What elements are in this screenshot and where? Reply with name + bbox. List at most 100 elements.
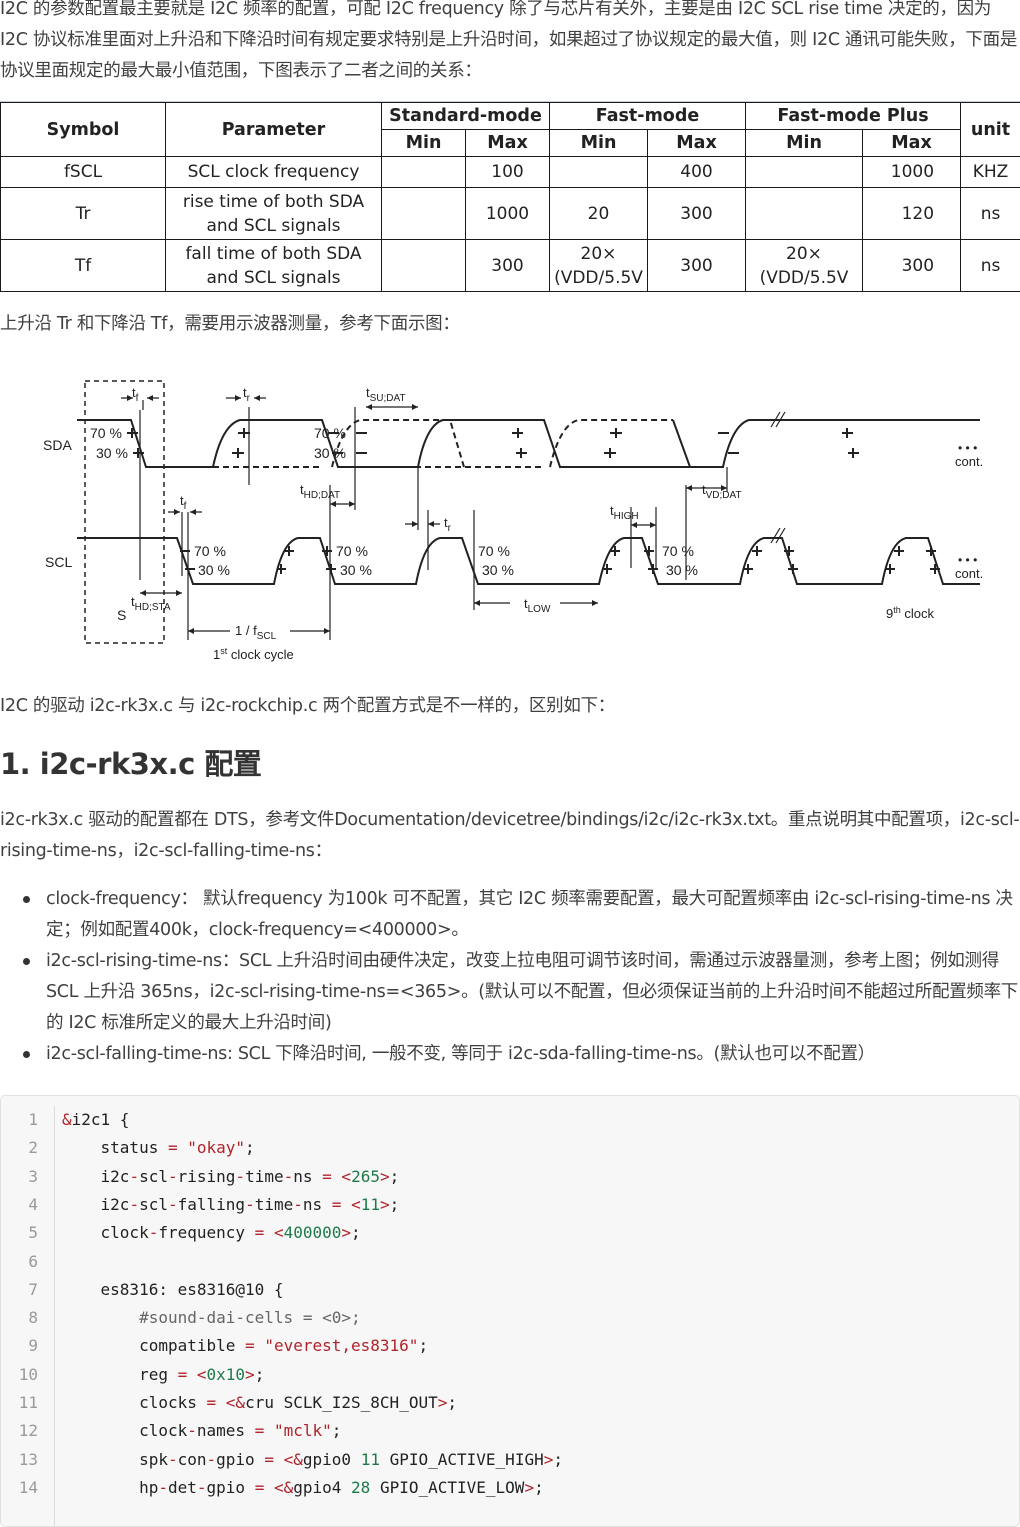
code-text: spk-con-gpio = <&gpio0 11 GPIO_ACTIVE_HI…	[62, 1446, 563, 1474]
config-option-list: clock-frequency： 默认frequency 为100k 可不配置，…	[0, 884, 1020, 1070]
code-line: 14 hp-det-gpio = <&gpio4 28 GPIO_ACTIVE_…	[1, 1474, 1019, 1502]
thd-sta-label: tHD;STA	[131, 594, 171, 613]
code-text: clocks = <&cru SCLK_I2S_8CH_OUT>;	[62, 1389, 457, 1417]
header-plus-max: Max	[863, 130, 961, 157]
header-std-min: Min	[382, 130, 466, 157]
svg-text:70 %: 70 %	[90, 425, 122, 441]
header-fast-mode-plus: Fast-mode Plus	[746, 103, 961, 130]
cell-std-max: 100	[466, 157, 550, 188]
code-text: status = "okay";	[62, 1134, 255, 1162]
cell-std-min	[382, 157, 466, 188]
cell-std-min	[382, 240, 466, 292]
thd-dat-label: tHD;DAT	[300, 482, 340, 501]
svg-text:70 %: 70 %	[336, 543, 368, 559]
tr-label-sda: tr	[243, 385, 251, 404]
svg-text:30 %: 30 %	[198, 562, 230, 578]
code-line: 11 clocks = <&cru SCLK_I2S_8CH_OUT>;	[1, 1389, 1019, 1417]
header-symbol: Symbol	[1, 103, 166, 157]
svg-text:70 %: 70 %	[314, 425, 346, 441]
table-row: Tf fall time of both SDA and SCL signals…	[1, 240, 1020, 292]
tsu-dat-label: tSU;DAT	[366, 385, 406, 404]
line-number: 7	[1, 1276, 38, 1304]
header-plus-min: Min	[746, 130, 863, 157]
svg-text:30 %: 30 %	[96, 445, 128, 461]
line-number: 12	[1, 1417, 38, 1445]
cell-fast-max: 300	[648, 188, 746, 240]
line-number: 13	[1, 1446, 38, 1474]
cell-unit: KHZ	[961, 157, 1020, 188]
start-label: S	[117, 607, 126, 623]
header-fast-mode: Fast-mode	[550, 103, 746, 130]
cell-fast-min: 20	[550, 188, 648, 240]
line-number: 1	[1, 1106, 38, 1134]
tr-label-scl: tr	[444, 515, 452, 534]
cell-unit: ns	[961, 188, 1020, 240]
table-row: Tr rise time of both SDA and SCL signals…	[1, 188, 1020, 240]
code-line: 8 #sound-dai-cells = <0>;	[1, 1304, 1019, 1332]
cell-symbol: Tf	[1, 240, 166, 292]
thigh-label: tHIGH	[610, 503, 639, 522]
cell-std-max: 300	[466, 240, 550, 292]
header-std-max: Max	[466, 130, 550, 157]
list-item: i2c-scl-falling-time-ns: SCL 下降沿时间, 一般不变…	[0, 1039, 1020, 1070]
cell-std-max: 1000	[466, 188, 550, 240]
code-line: 10 reg = <0x10>;	[1, 1361, 1019, 1389]
first-clock-cycle-label: 1st clock cycle	[213, 646, 294, 662]
intro-paragraph: I2C 的参数配置最主要就是 I2C 频率的配置，可配 I2C frequenc…	[0, 0, 1020, 87]
tf-label-scl: tf	[180, 493, 187, 512]
dts-description-paragraph: i2c-rk3x.c 驱动的配置都在 DTS，参考文件Documentation…	[0, 805, 1020, 867]
cell-plus-min	[746, 157, 863, 188]
code-line: 12 clock-names = "mclk";	[1, 1417, 1019, 1445]
cell-plus-max: 1000	[863, 157, 961, 188]
code-line: 1&i2c1 {	[1, 1106, 1019, 1134]
driver-diff-paragraph: I2C 的驱动 i2c-rk3x.c 与 i2c-rockchip.c 两个配置…	[0, 691, 615, 722]
cell-symbol: fSCL	[1, 157, 166, 188]
ninth-clock-label: 9th clock	[886, 605, 934, 621]
line-number: 2	[1, 1134, 38, 1162]
cell-plus-min	[746, 188, 863, 240]
svg-text:70 %: 70 %	[662, 543, 694, 559]
cell-plus-max: 120	[863, 188, 961, 240]
line-number: 8	[1, 1304, 38, 1332]
header-fast-min: Min	[550, 130, 648, 157]
svg-text:• • •: • • •	[958, 553, 977, 567]
line-number: 10	[1, 1361, 38, 1389]
cell-std-min	[382, 188, 466, 240]
code-text: reg = <0x10>;	[62, 1361, 264, 1389]
code-text: compatible = "everest,es8316";	[62, 1332, 428, 1360]
sda-label: SDA	[43, 437, 72, 453]
svg-text:70 %: 70 %	[478, 543, 510, 559]
header-standard-mode: Standard-mode	[382, 103, 550, 130]
code-line: 6	[1, 1248, 1019, 1276]
timing-diagram-svg: SDA SCL 70 % 30 % 70 % 30 % 70 % 30 % 70…	[30, 370, 1010, 670]
cont-label-scl: cont.	[955, 566, 983, 581]
code-line: 7 es8316: es8316@10 {	[1, 1276, 1019, 1304]
code-line: 4 i2c-scl-falling-time-ns = <11>;	[1, 1191, 1019, 1219]
code-line: 2 status = "okay";	[1, 1134, 1019, 1162]
tf-label-sda: tf	[132, 385, 139, 404]
svg-text:• • •: • • •	[958, 441, 977, 455]
line-number: 14	[1, 1474, 38, 1502]
code-line: 9 compatible = "everest,es8316";	[1, 1332, 1019, 1360]
code-text: clock-names = "mclk";	[62, 1417, 341, 1445]
header-unit: unit	[961, 103, 1020, 157]
svg-text:30 %: 30 %	[482, 562, 514, 578]
tlow-label: tLOW	[524, 596, 551, 615]
tvd-dat-label: tVD;DAT	[702, 482, 742, 501]
cell-symbol: Tr	[1, 188, 166, 240]
code-text: #sound-dai-cells = <0>;	[62, 1304, 361, 1332]
code-text: hp-det-gpio = <&gpio4 28 GPIO_ACTIVE_LOW…	[62, 1474, 544, 1502]
code-block[interactable]: 1&i2c1 {2 status = "okay";3 i2c-scl-risi…	[0, 1095, 1020, 1527]
cell-plus-max: 300	[863, 240, 961, 292]
cell-fast-max: 300	[648, 240, 746, 292]
svg-text:30 %: 30 %	[314, 445, 346, 461]
code-line: 13 spk-con-gpio = <&gpio0 11 GPIO_ACTIVE…	[1, 1446, 1019, 1474]
i2c-spec-table-wrapper: Symbol Parameter Standard-mode Fast-mode…	[0, 102, 1020, 292]
cell-unit: ns	[961, 240, 1020, 292]
code-text: es8316: es8316@10 {	[62, 1276, 284, 1304]
header-fast-max: Max	[648, 130, 746, 157]
table-header-row-1: Symbol Parameter Standard-mode Fast-mode…	[1, 103, 1020, 130]
cell-parameter: SCL clock frequency	[166, 157, 382, 188]
list-item: i2c-scl-rising-time-ns：SCL 上升沿时间由硬件决定，改变…	[0, 946, 1020, 1039]
period-label: 1 / fSCL	[235, 623, 277, 642]
